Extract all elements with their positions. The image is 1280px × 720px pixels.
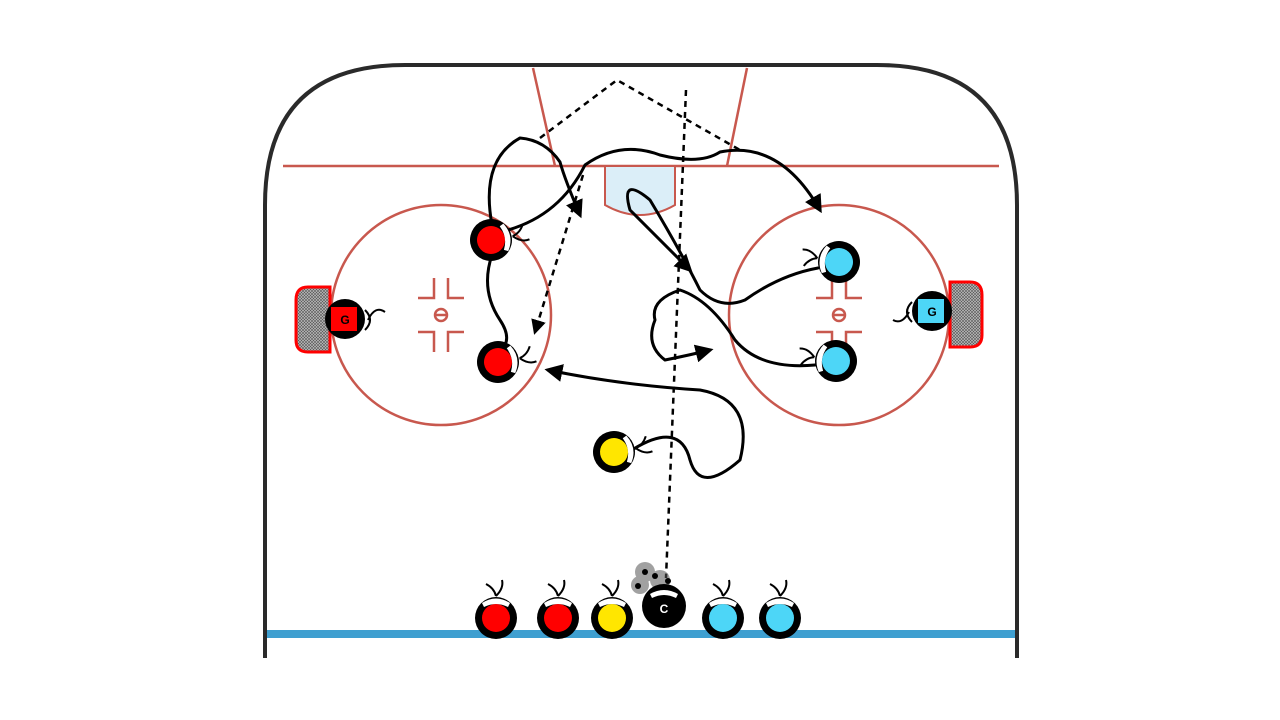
rink-boards — [263, 63, 1019, 658]
net-right — [948, 280, 984, 349]
goalie-red[interactable]: G — [325, 299, 386, 339]
trapezoid-left — [531, 67, 557, 167]
player-yellow[interactable] — [591, 579, 633, 639]
goalie-blue[interactable]: G — [892, 291, 952, 331]
pass-line — [664, 89, 688, 579]
goalie-label: G — [927, 305, 936, 319]
player-blue[interactable] — [798, 235, 863, 287]
goalie-label: G — [340, 313, 349, 327]
player-blue[interactable] — [759, 579, 801, 639]
player-red[interactable] — [474, 335, 539, 387]
skate-path — [626, 188, 820, 305]
player-blue[interactable] — [795, 334, 860, 386]
skate-path — [506, 147, 822, 232]
goal-crease — [604, 165, 676, 216]
pass-line — [539, 78, 741, 152]
players — [467, 213, 863, 639]
skate-path — [544, 364, 745, 479]
player-red[interactable] — [475, 579, 517, 639]
player-yellow[interactable] — [590, 425, 655, 477]
coach-label: C — [660, 602, 669, 616]
blue-line — [267, 630, 1015, 638]
net-left — [294, 285, 332, 354]
skate-path — [487, 136, 583, 227]
player-red[interactable] — [537, 579, 579, 639]
skate-path — [486, 253, 509, 347]
coach[interactable]: C — [631, 562, 686, 628]
player-red[interactable] — [467, 213, 532, 265]
player-blue[interactable] — [702, 579, 744, 639]
skate-path — [650, 288, 817, 368]
